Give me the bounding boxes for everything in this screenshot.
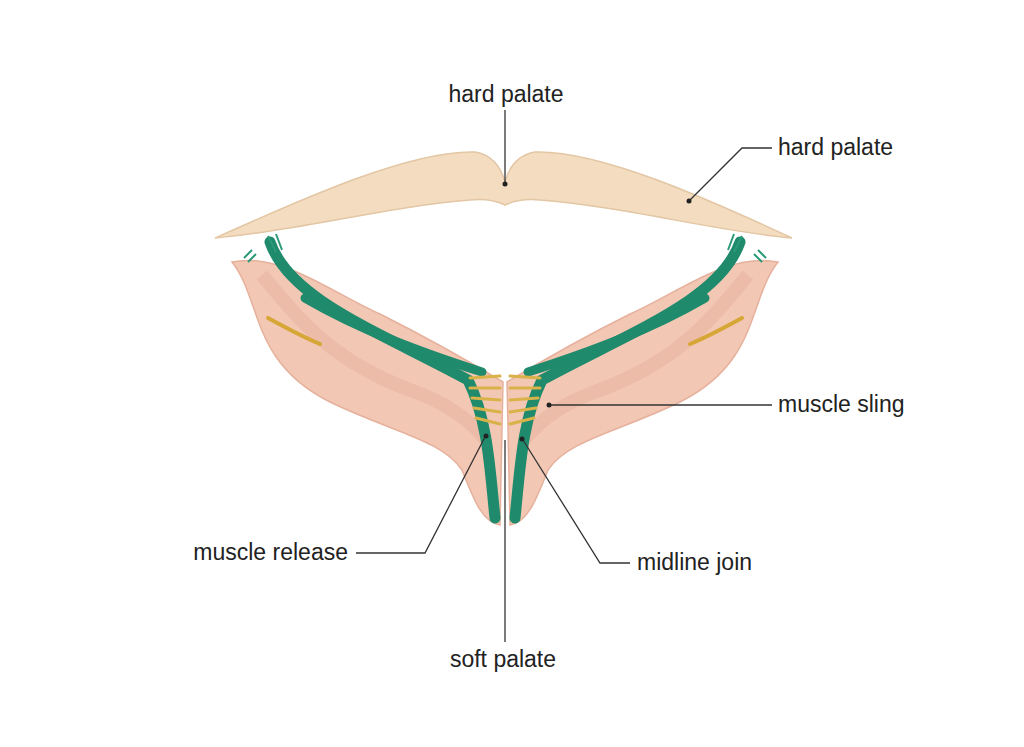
part-label: hard palate	[448, 82, 563, 107]
leader-dots	[484, 182, 692, 442]
part-label: midline join	[637, 550, 752, 575]
part-label: hard palate	[778, 135, 893, 160]
leader-lines	[356, 110, 772, 642]
hard-palate-bone	[215, 152, 792, 238]
part-label: muscle release	[193, 540, 348, 565]
part-label: soft palate	[450, 647, 556, 672]
part-label: muscle sling	[778, 392, 905, 417]
